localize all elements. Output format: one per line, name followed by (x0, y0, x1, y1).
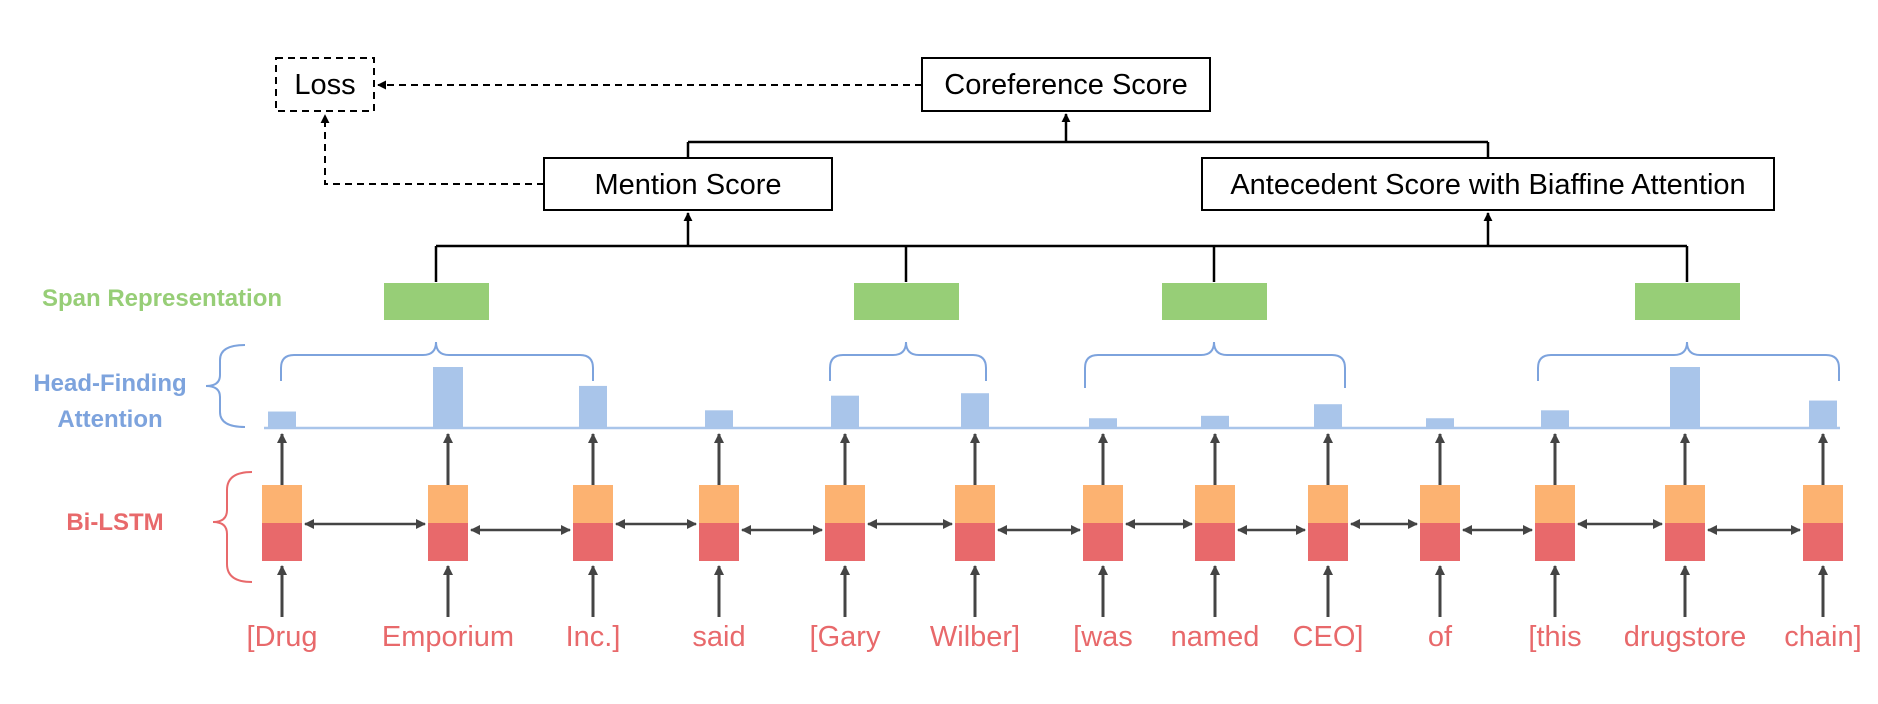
attention-bar (579, 385, 607, 428)
attention-bar (1670, 367, 1700, 428)
span-representations (384, 283, 1740, 320)
lstm-to-attention-arrows (277, 433, 1828, 485)
head-finding-label: Head-Finding (33, 370, 186, 397)
brace-span-2 (829, 341, 987, 381)
head-attention-side-brace (205, 344, 246, 428)
attention-span-braces (280, 341, 1840, 388)
bilstm-cells (262, 485, 1843, 561)
attention-bar (1541, 410, 1569, 428)
token-label: named (1171, 621, 1260, 653)
token-label: [this (1528, 621, 1581, 653)
lstm-cell-bottom (1195, 523, 1235, 561)
lstm-cell-bottom (1083, 523, 1123, 561)
lstm-cell-bottom (262, 523, 302, 561)
mention-score-label: Mention Score (595, 169, 782, 201)
attention-bar (1809, 400, 1837, 428)
lstm-cell-bottom (1803, 523, 1843, 561)
attention-bar (1314, 404, 1342, 428)
token-label: Wilber] (930, 621, 1020, 653)
lstm-cell-top (699, 485, 739, 523)
lstm-cell-bottom (699, 523, 739, 561)
lstm-cell-top (573, 485, 613, 523)
antecedent-score-label: Antecedent Score with Biaffine Attention (1230, 169, 1745, 201)
lstm-cell-top (428, 485, 468, 523)
lstm-cell-bottom (1665, 523, 1705, 561)
token-label: Inc.] (566, 621, 621, 653)
bidirectional-arrows (304, 519, 1801, 535)
brace-span-4 (1537, 341, 1840, 381)
span-rep-2 (854, 283, 959, 320)
antecedent-score-box: Antecedent Score with Biaffine Attention (1201, 157, 1775, 211)
lstm-cell-bottom (955, 523, 995, 561)
lstm-cell-bottom (1420, 523, 1460, 561)
attention-bars (268, 367, 1837, 428)
attention-label: Attention (57, 406, 162, 433)
token-label: of (1428, 621, 1453, 653)
span-rep-3 (1162, 283, 1267, 320)
score-merge-connector (686, 113, 1490, 158)
token-label: [Drug (247, 621, 318, 653)
span-rep-4 (1635, 283, 1740, 320)
span-merge-connector (434, 212, 1689, 282)
token-label: drugstore (1624, 621, 1747, 653)
lstm-cell-top (262, 485, 302, 523)
coreference-score-box: Coreference Score (921, 57, 1211, 112)
lstm-cell-top (1083, 485, 1123, 523)
loss-label: Loss (294, 69, 355, 101)
lstm-cell-bottom (428, 523, 468, 561)
lstm-cell-top (1195, 485, 1235, 523)
token-label: Emporium (382, 621, 514, 653)
attention-bar (433, 367, 463, 428)
mention-to-loss-arrow (320, 114, 544, 185)
attention-bar (1426, 418, 1454, 428)
attention-bar (961, 393, 989, 428)
attention-bar (831, 395, 859, 428)
token-label: said (692, 621, 745, 653)
coreference-score-label: Coreference Score (944, 69, 1187, 101)
lstm-cell-top (1665, 485, 1705, 523)
span-rep-1 (384, 283, 489, 320)
lstm-cell-bottom (1308, 523, 1348, 561)
token-label: [Gary (810, 621, 881, 653)
lstm-cell-top (1803, 485, 1843, 523)
loss-box: Loss (275, 57, 375, 112)
bilstm-side-brace (212, 471, 253, 583)
mention-score-box: Mention Score (543, 157, 833, 211)
lstm-cell-top (1420, 485, 1460, 523)
attention-bar (268, 411, 296, 428)
token-label: [was (1073, 621, 1133, 653)
lstm-cell-bottom (1535, 523, 1575, 561)
bilstm-label: Bi-LSTM (66, 509, 163, 536)
lstm-cell-top (1535, 485, 1575, 523)
lstm-cell-top (955, 485, 995, 523)
token-label: chain] (1784, 621, 1861, 653)
token-row: [Drug Emporium Inc.] said [Gary Wilber] [was na… (247, 621, 1862, 653)
lstm-cell-top (825, 485, 865, 523)
lstm-cell-bottom (573, 523, 613, 561)
attention-bar (1089, 418, 1117, 428)
lstm-cell-top (1308, 485, 1348, 523)
token-to-lstm-arrows (277, 565, 1828, 617)
brace-span-3 (1084, 341, 1346, 388)
token-label: CEO] (1293, 621, 1364, 653)
span-representation-label: Span Representation (42, 285, 282, 312)
attention-bar (705, 410, 733, 428)
lstm-cell-bottom (825, 523, 865, 561)
attention-bar (1201, 415, 1229, 428)
brace-span-1 (280, 341, 594, 381)
